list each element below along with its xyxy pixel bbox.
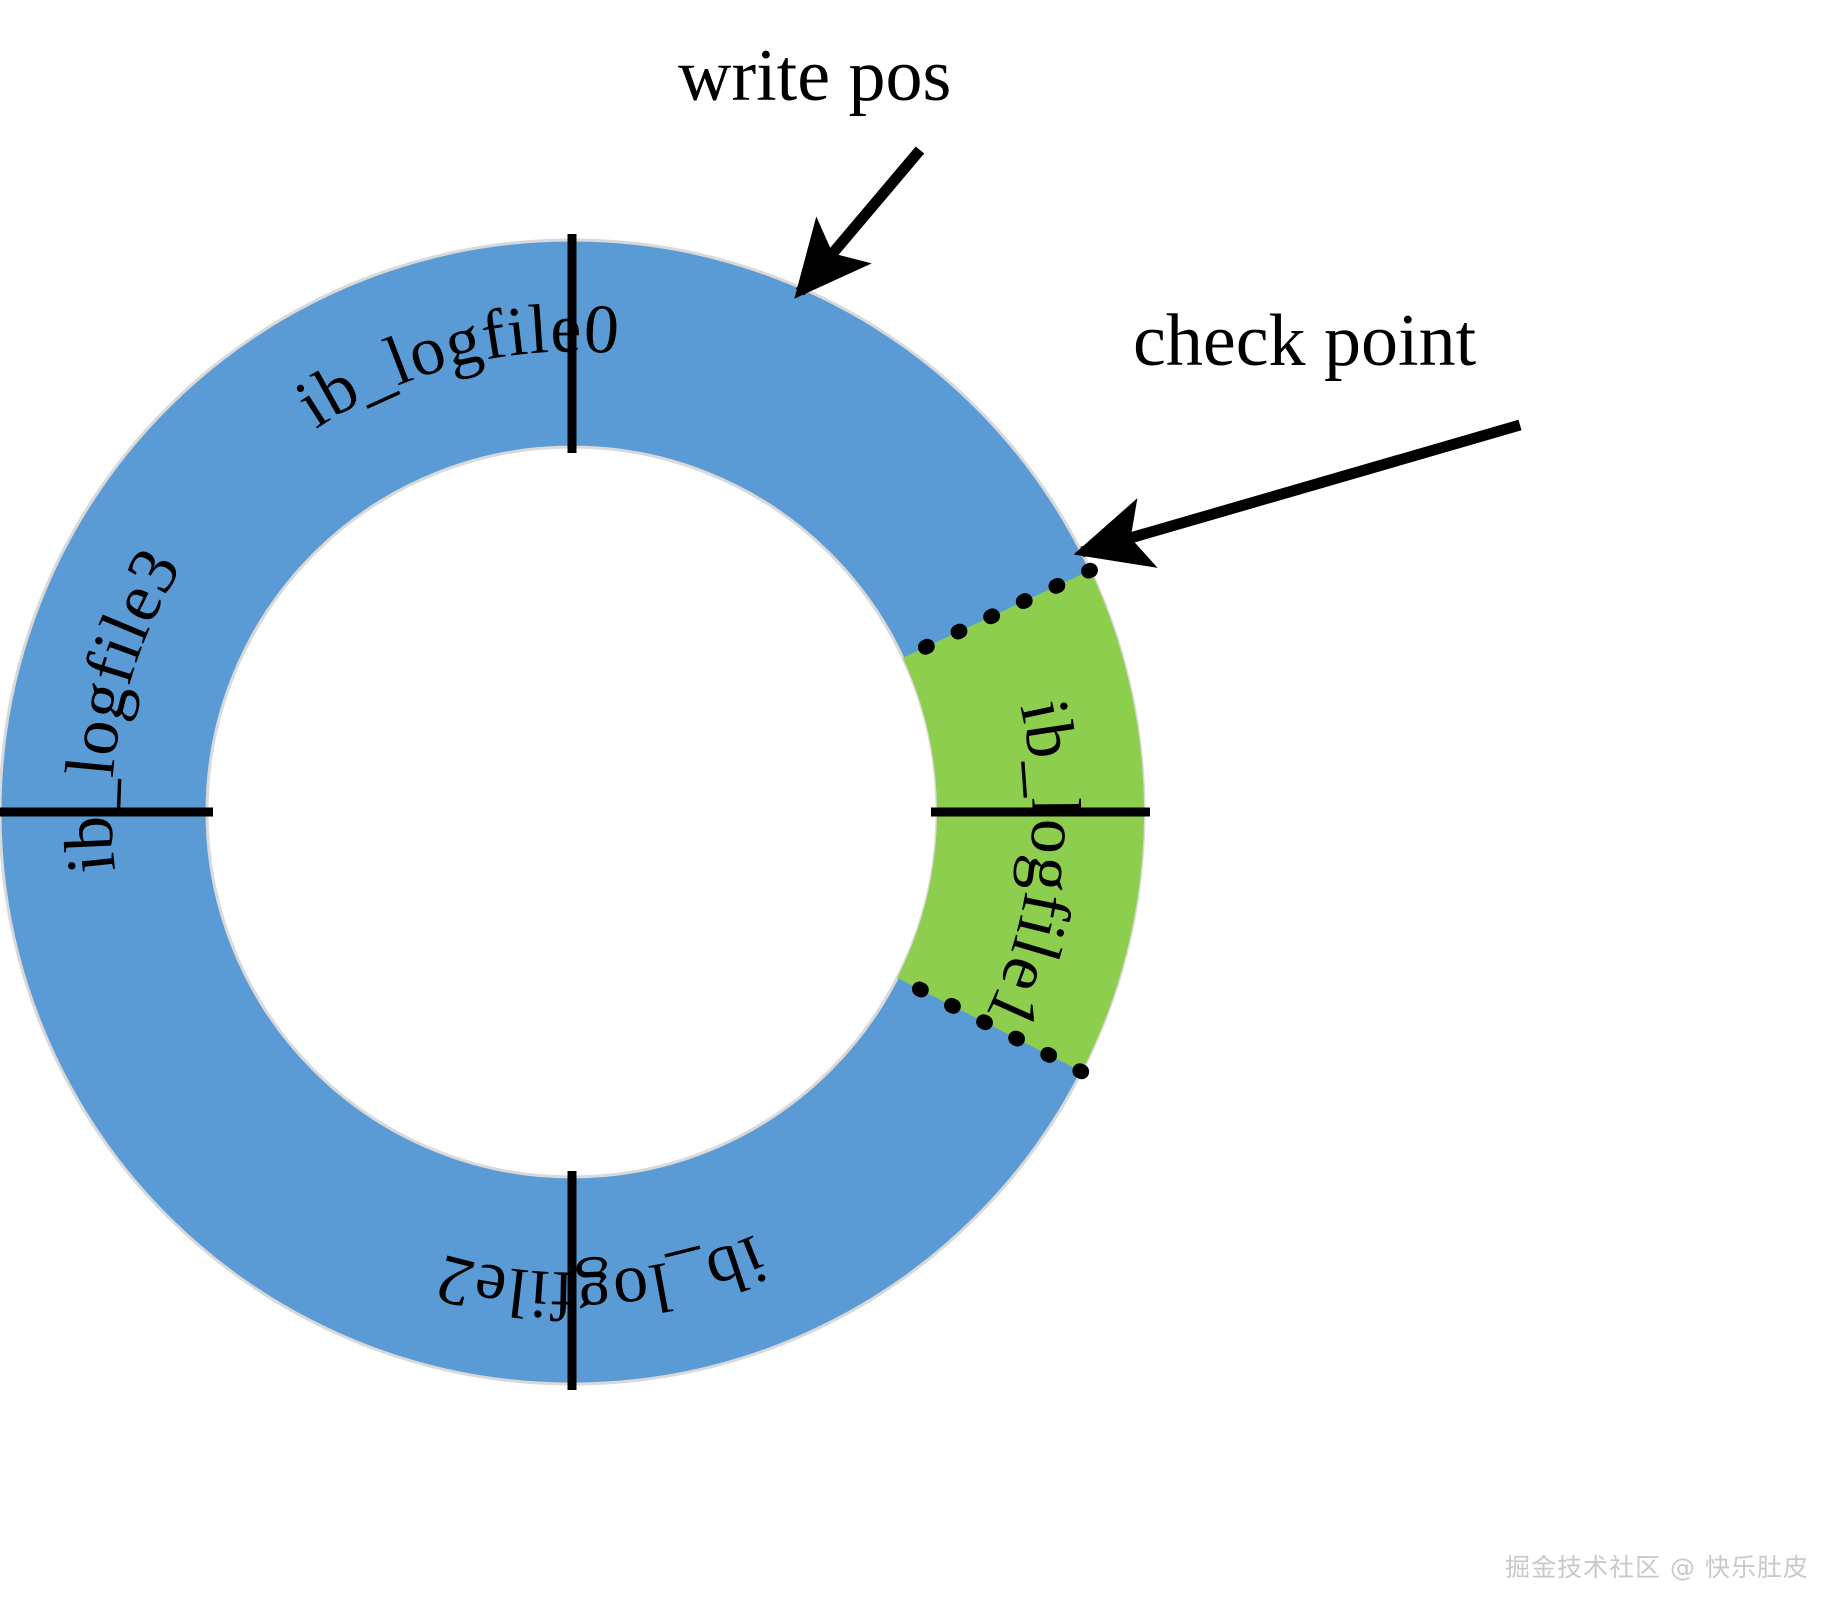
annotation-write-pos: write pos [678, 35, 951, 299]
ring-segment-logfile3 [0, 238, 574, 814]
ring-segment-logfile2 [0, 810, 574, 1386]
check-point-marker [889, 970, 1090, 1080]
annotation-check-point: check point [1073, 300, 1522, 568]
check-point-label: check point [1133, 300, 1477, 382]
write-pos-arrow [794, 146, 925, 299]
pointer-markers [889, 562, 1098, 1080]
segment-dividers [0, 234, 1150, 1390]
active-sector [897, 570, 1144, 1072]
watermark: 掘金技术社区 @ 快乐肚皮 [1505, 1553, 1809, 1582]
write-pos-label: write pos [678, 35, 951, 117]
check-point-arrow [1073, 419, 1522, 568]
write-pos-marker [895, 562, 1098, 666]
active-region-exact [897, 570, 1144, 1072]
